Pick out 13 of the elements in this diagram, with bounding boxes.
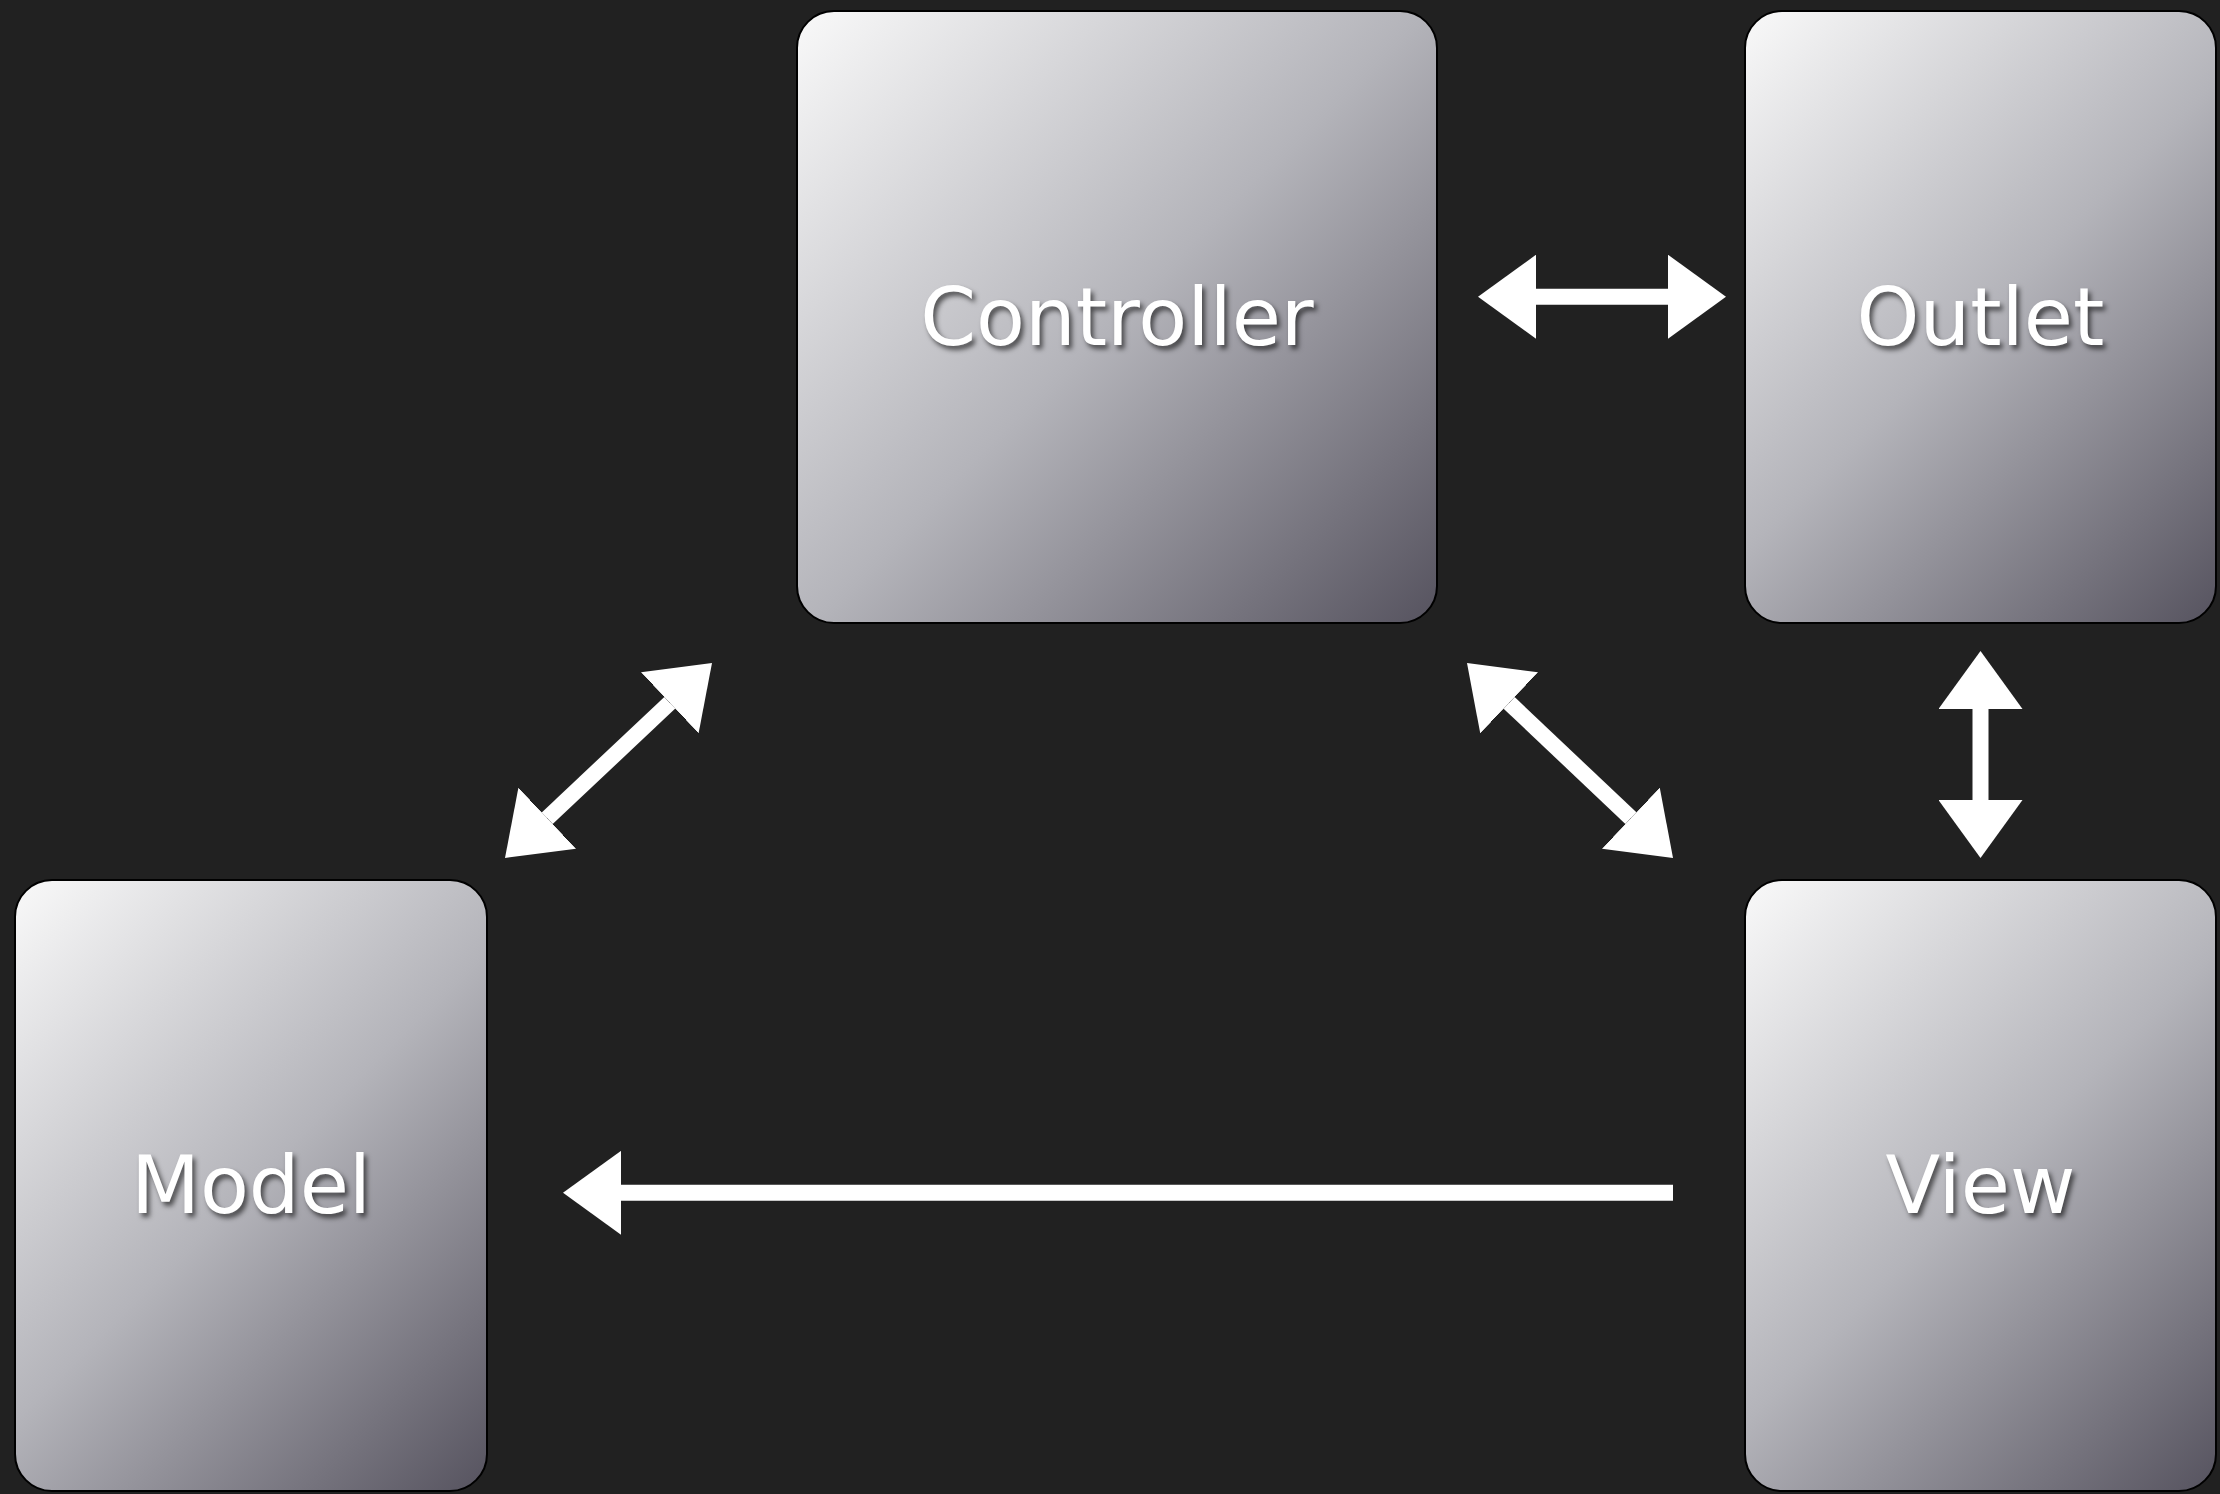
process-box bbox=[796, 10, 1438, 624]
arrow bbox=[1478, 254, 1726, 339]
node-label: Model bbox=[130, 1139, 372, 1232]
process-box bbox=[1744, 10, 2217, 624]
node-label: View bbox=[1885, 1139, 2076, 1232]
process-box bbox=[1744, 879, 2217, 1492]
node-label: Controller bbox=[920, 270, 1314, 364]
node-label: Outlet bbox=[1856, 270, 2105, 364]
arrow bbox=[1467, 663, 1673, 858]
arrow bbox=[563, 1150, 1673, 1235]
arrow bbox=[505, 663, 712, 858]
process-box bbox=[14, 879, 488, 1492]
arrow bbox=[1938, 651, 2023, 858]
